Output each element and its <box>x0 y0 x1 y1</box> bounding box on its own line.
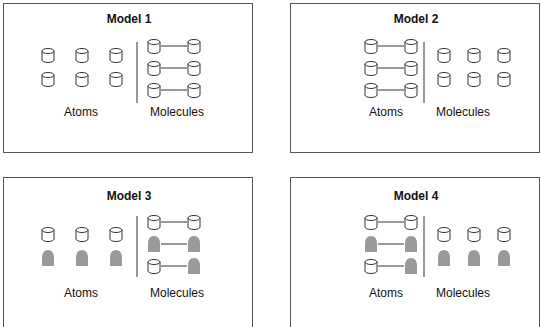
model-title: Model 4 <box>394 189 439 203</box>
model-panel: Model 2 Atoms Molecules <box>290 3 540 153</box>
atoms-label: Atoms <box>369 286 403 300</box>
model-title: Model 1 <box>107 12 152 26</box>
atoms-label: Atoms <box>64 286 98 300</box>
model-title: Model 2 <box>394 12 439 26</box>
model-title: Model 3 <box>107 189 152 203</box>
molecules-label: Molecules <box>436 286 490 300</box>
molecules-label: Molecules <box>436 105 490 119</box>
model-panel: Model 4 Atoms Molecules <box>290 177 540 327</box>
model-panel: Model 3 Atoms Molecules <box>3 177 253 327</box>
atoms-label: Atoms <box>64 105 98 119</box>
molecules-label: Molecules <box>150 105 204 119</box>
model-panel: Model 1 Atoms Molecules <box>3 3 253 153</box>
atoms-label: Atoms <box>369 105 403 119</box>
molecules-label: Molecules <box>150 286 204 300</box>
